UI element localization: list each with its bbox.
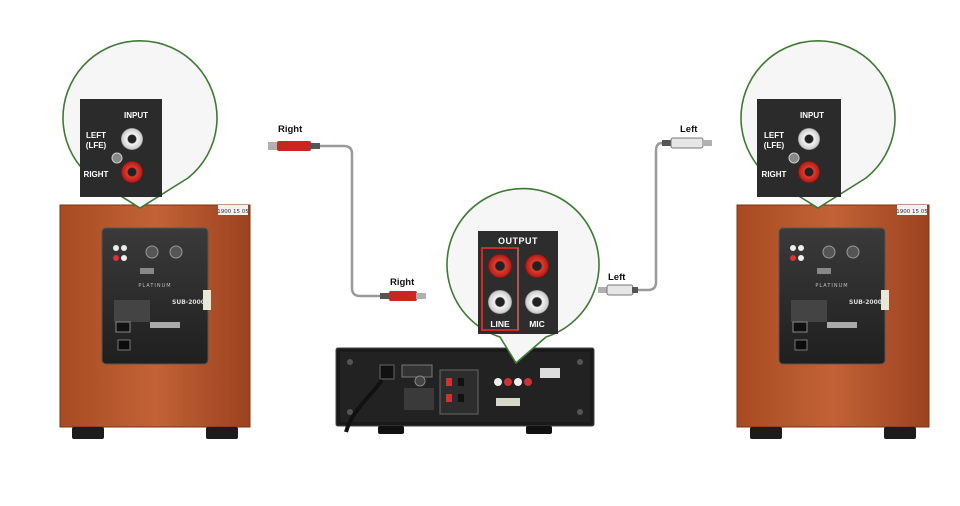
right-sub-model: SUB-2000	[849, 299, 882, 306]
left-cable-plug-bottom	[606, 284, 634, 296]
left-sub-foot	[72, 427, 104, 439]
amp-callout: OUTPUT LINE MIC	[446, 187, 600, 365]
label-right-top: Right	[278, 124, 303, 135]
left-sub-label-lfe: (LFE)	[86, 141, 107, 150]
left-channel-cable	[598, 137, 712, 296]
label-left-top: Left	[680, 124, 698, 135]
label-right-bottom: Right	[390, 277, 415, 288]
right-sub-label-right: RIGHT	[762, 170, 787, 179]
right-subwoofer: PLATINUM SUB-2000 1900 15 05	[736, 204, 930, 439]
left-sub-label-input: INPUT	[124, 111, 148, 120]
right-sub-tag: 1900 15 05	[896, 209, 928, 215]
amp-jack-mic-right	[525, 254, 549, 278]
left-sub-tag: 1900 15 05	[217, 209, 249, 215]
amp-label-line: LINE	[490, 319, 510, 329]
left-sub-label-left: LEFT	[86, 131, 106, 140]
left-sub-jack-right	[121, 161, 143, 183]
left-sub-model: SUB-2000	[172, 299, 205, 306]
left-sub-label-right: RIGHT	[84, 170, 109, 179]
left-sub-jack-left	[121, 128, 143, 150]
amp-jack-mic-left	[525, 290, 549, 314]
amp-foot	[526, 426, 552, 434]
left-subwoofer: PLATINUM SUB-2000 1900 15 05	[59, 204, 251, 439]
amp-label-output: OUTPUT	[498, 236, 538, 246]
amp-foot	[378, 426, 404, 434]
right-sub-jack-left	[798, 128, 820, 150]
amp-label-mic: MIC	[529, 319, 545, 329]
label-left-bottom: Left	[608, 272, 626, 283]
right-sub-foot	[884, 427, 916, 439]
right-sub-jack-right	[798, 161, 820, 183]
right-sub-label-input: INPUT	[800, 111, 824, 120]
left-sub-callout: INPUT LEFT (LFE) RIGHT	[62, 39, 218, 209]
left-sub-input-panel	[80, 99, 154, 197]
amp-jack-line-left	[488, 290, 512, 314]
left-sub-brand: PLATINUM	[138, 283, 171, 289]
amplifier	[335, 347, 595, 434]
right-cable-plug-bottom	[389, 291, 417, 301]
left-sub-input-panel-ext	[154, 99, 162, 197]
right-sub-brand: PLATINUM	[815, 283, 848, 289]
left-cable-plug-top	[670, 137, 704, 149]
right-sub-foot	[750, 427, 782, 439]
right-channel-cable	[268, 141, 426, 301]
right-cable-plug-top	[268, 142, 278, 150]
amp-jack-line-right	[488, 254, 512, 278]
left-sub-foot	[206, 427, 238, 439]
right-sub-callout: INPUT LEFT (LFE) RIGHT	[740, 39, 896, 209]
right-sub-label-lfe: (LFE)	[764, 141, 785, 150]
right-sub-label-left: LEFT	[764, 131, 784, 140]
right-sub-input-panel	[757, 99, 841, 197]
